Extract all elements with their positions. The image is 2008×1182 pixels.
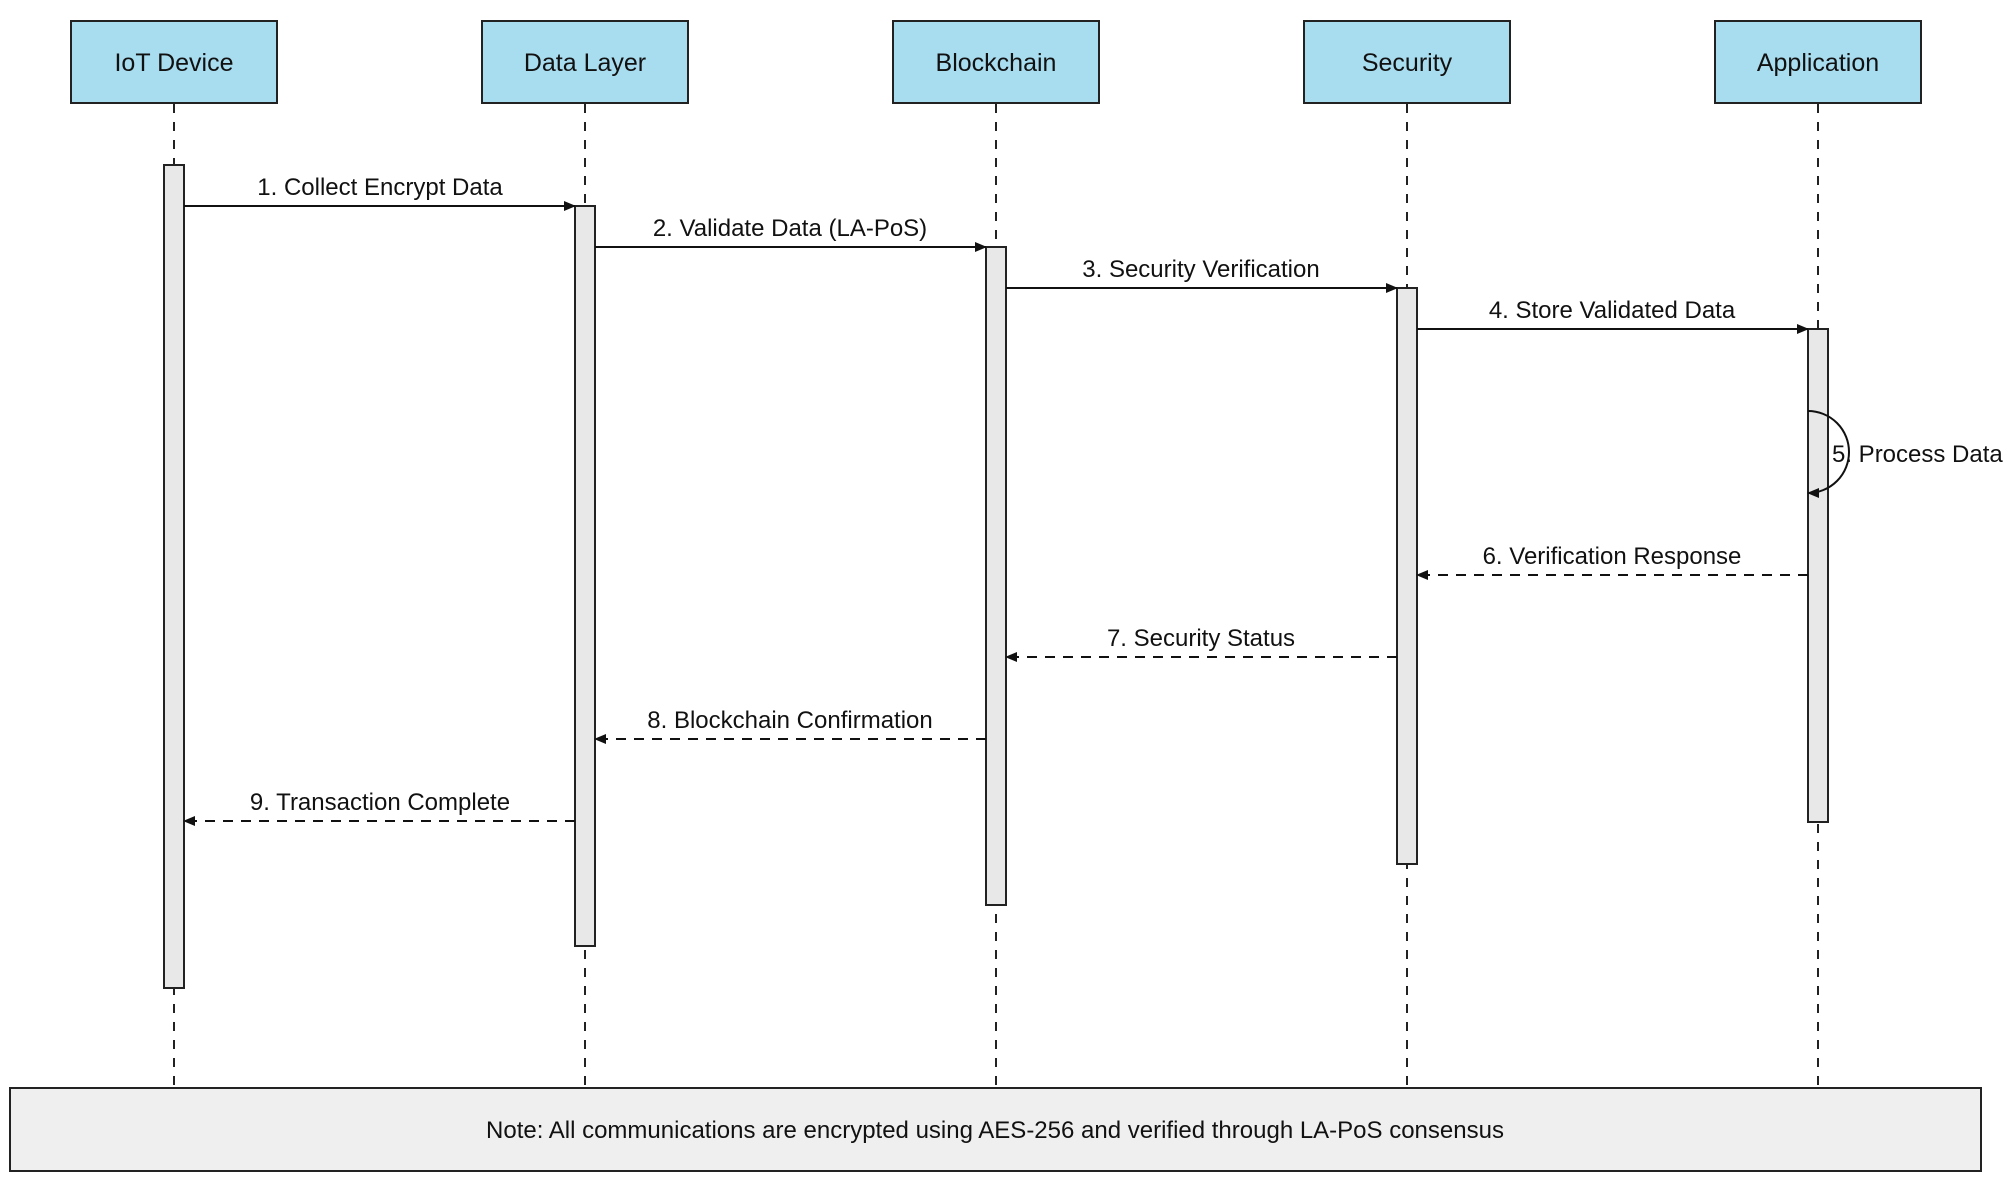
participant-box: [1303, 20, 1511, 104]
activation-bar-security: [1396, 287, 1418, 865]
message-label: 8. Blockchain Confirmation: [647, 707, 932, 734]
self-message-arc: [1807, 410, 1850, 498]
note-text: Note: All communications are encrypted u…: [486, 1117, 1504, 1144]
participant-box: [481, 20, 689, 104]
message-1: 1. Collect Encrypt Data: [184, 174, 576, 211]
participant-label: Blockchain: [936, 49, 1057, 77]
message-label: 7. Security Status: [1107, 625, 1295, 652]
message-label: 1. Collect Encrypt Data: [257, 174, 503, 201]
activation-bars: [163, 164, 1829, 989]
participant-data-layer: Data Layer: [481, 20, 689, 104]
participant-box: [70, 20, 278, 104]
participant-security: Security: [1303, 20, 1511, 104]
message-7: 7. Security Status: [1005, 625, 1397, 662]
message-4: 4. Store Validated Data: [1417, 297, 1809, 334]
message-label: 5. Process Data: [1832, 441, 2003, 468]
participant-blockchain: Blockchain: [892, 20, 1100, 104]
activation-bar-application: [1807, 328, 1829, 823]
participant-label: Security: [1362, 49, 1453, 77]
message-3: 3. Security Verification: [1006, 256, 1398, 293]
participant-application: Application: [1714, 20, 1922, 104]
message-8: 8. Blockchain Confirmation: [594, 707, 986, 744]
message-label: 9. Transaction Complete: [250, 789, 510, 816]
message-label: 3. Security Verification: [1082, 256, 1319, 283]
participant-box: [1714, 20, 1922, 104]
participant-label: Application: [1757, 49, 1879, 77]
activation-bar-data-layer: [574, 205, 596, 947]
activation-bar-iot-device: [163, 164, 185, 989]
message-9: 9. Transaction Complete: [183, 789, 575, 826]
message-6: 6. Verification Response: [1416, 543, 1808, 580]
participant-label: IoT Device: [114, 49, 233, 77]
message-2: 2. Validate Data (LA-PoS): [595, 215, 987, 252]
message-label: 4. Store Validated Data: [1489, 297, 1736, 324]
message-label: 6. Verification Response: [1483, 543, 1742, 570]
participant-box: [892, 20, 1100, 104]
message-5-self: 5. Process Data: [1807, 410, 2003, 498]
note-box: [9, 1087, 1982, 1172]
activation-bar-blockchain: [985, 246, 1007, 906]
note: Note: All communications are encrypted u…: [9, 1087, 1982, 1172]
participant-label: Data Layer: [524, 49, 646, 77]
message-label: 2. Validate Data (LA-PoS): [653, 215, 927, 242]
participant-iot-device: IoT Device: [70, 20, 278, 104]
